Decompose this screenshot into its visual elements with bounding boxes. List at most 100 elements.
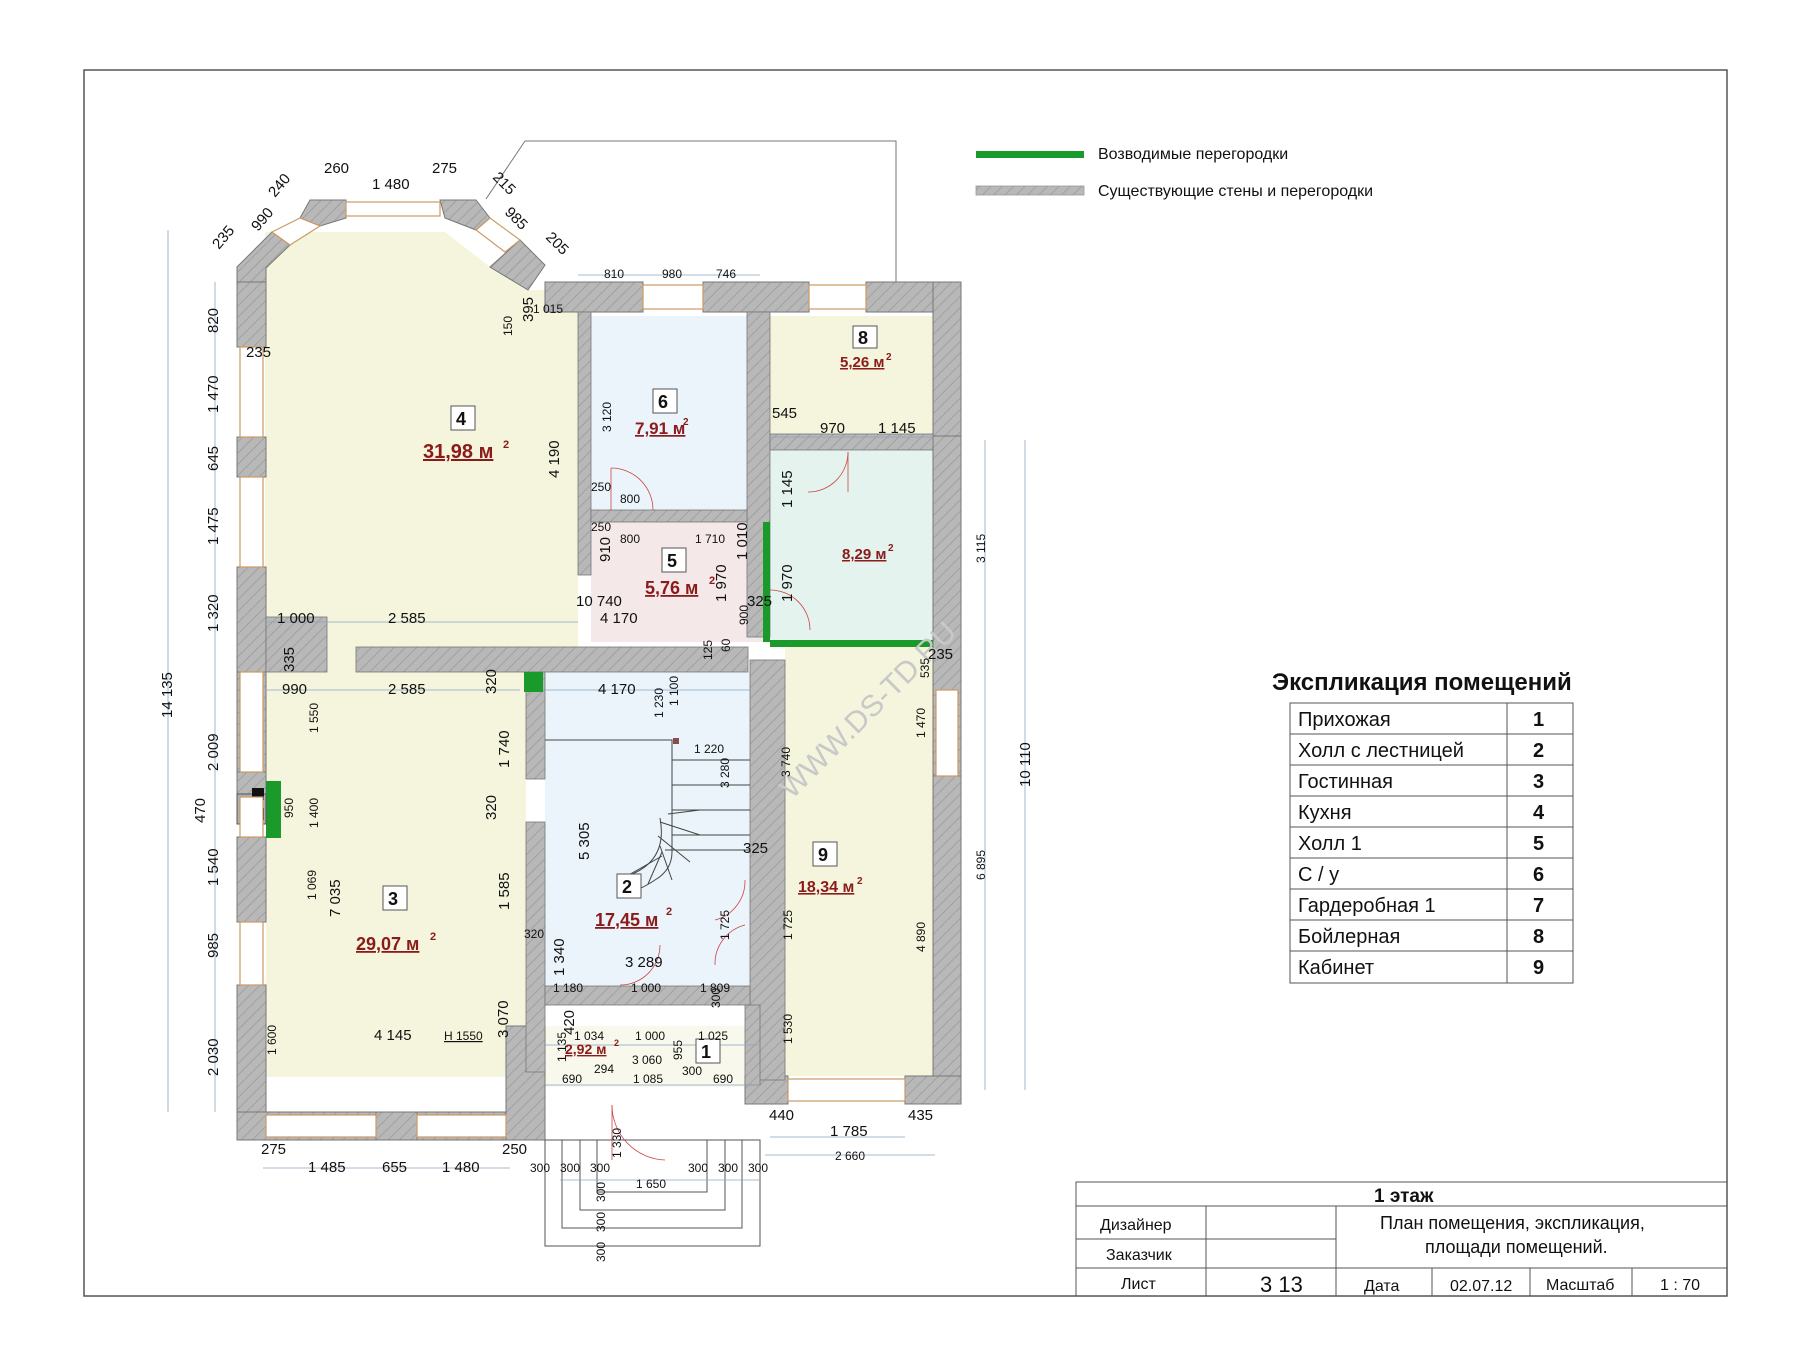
explication-room-name: Холл с лестницей — [1298, 740, 1464, 762]
svg-text:320: 320 — [483, 669, 500, 694]
svg-text:300: 300 — [748, 1161, 768, 1175]
room-1-number: 1 — [701, 1042, 711, 1062]
explication-room-name: Гостинная — [1298, 771, 1393, 793]
svg-text:950: 950 — [282, 798, 296, 818]
svg-text:2: 2 — [503, 439, 509, 451]
legend-new-swatch — [976, 151, 1084, 158]
svg-text:240: 240 — [265, 170, 294, 200]
svg-text:1 740: 1 740 — [496, 730, 513, 768]
legend-new-label: Возводимые перегородки — [1098, 146, 1288, 163]
svg-text:420: 420 — [561, 1010, 578, 1035]
customer-label: Заказчик — [1106, 1247, 1173, 1264]
svg-text:1 145: 1 145 — [779, 470, 796, 508]
svg-text:250: 250 — [502, 1141, 527, 1158]
explication-room-name: Кухня — [1298, 802, 1352, 824]
svg-text:300: 300 — [590, 1161, 610, 1175]
interior-partitions — [265, 311, 934, 1086]
svg-text:3 070: 3 070 — [495, 1000, 512, 1038]
svg-text:335: 335 — [281, 647, 298, 672]
svg-text:Н 1550: Н 1550 — [444, 1029, 483, 1043]
svg-text:300: 300 — [594, 1182, 608, 1202]
dimension-texts: 260 1 480 275 240 990 235 215 985 205 81… — [159, 160, 1034, 1262]
explication-room-number: 8 — [1533, 926, 1544, 948]
svg-text:1 480: 1 480 — [442, 1159, 480, 1176]
room-4-number: 4 — [456, 409, 466, 429]
svg-text:3 120: 3 120 — [600, 402, 614, 432]
room-3-number: 3 — [388, 889, 398, 909]
room-fills — [265, 232, 933, 1087]
svg-text:990: 990 — [282, 681, 307, 698]
svg-text:4 145: 4 145 — [374, 1027, 412, 1044]
svg-text:1 320: 1 320 — [205, 594, 222, 632]
svg-text:10 740: 10 740 — [576, 593, 622, 610]
explication-room-number: 1 — [1533, 709, 1544, 731]
explication-room-number: 6 — [1533, 864, 1544, 886]
title-block-text: 1 этаж Дизайнер Заказчик Лист 3 13 Дата … — [1100, 1186, 1700, 1297]
svg-text:900: 900 — [737, 605, 751, 625]
svg-text:1 010: 1 010 — [734, 522, 751, 560]
explication-title: Экспликация помещений — [1272, 669, 1572, 696]
svg-text:1 480: 1 480 — [372, 176, 410, 193]
svg-text:1 475: 1 475 — [205, 507, 222, 545]
svg-text:275: 275 — [432, 160, 457, 177]
svg-text:325: 325 — [747, 593, 772, 610]
room-2-number: 2 — [622, 877, 632, 897]
svg-text:2: 2 — [886, 352, 892, 363]
svg-text:1 725: 1 725 — [781, 910, 795, 940]
svg-text:990: 990 — [248, 204, 277, 234]
date-label: Дата — [1364, 1278, 1400, 1295]
svg-text:1 230: 1 230 — [652, 688, 666, 718]
date-value: 02.07.12 — [1450, 1278, 1512, 1295]
svg-text:7 035: 7 035 — [327, 879, 344, 917]
svg-text:435: 435 — [908, 1107, 933, 1124]
room-1-area: 2,92 м — [565, 1041, 607, 1057]
doors — [610, 451, 849, 1161]
svg-text:1 100: 1 100 — [667, 676, 681, 706]
room-7-area: 8,29 м — [842, 546, 886, 563]
porch-steps — [544, 1139, 761, 1247]
svg-text:250: 250 — [591, 480, 611, 494]
svg-text:3 280: 3 280 — [718, 758, 732, 788]
svg-text:535: 535 — [918, 658, 932, 678]
explication-room-number: 3 — [1533, 771, 1544, 793]
svg-text:970: 970 — [820, 420, 845, 437]
svg-text:1 650: 1 650 — [636, 1177, 666, 1191]
svg-text:5 305: 5 305 — [576, 822, 593, 860]
title-block — [1075, 1181, 1728, 1297]
svg-text:1 725: 1 725 — [718, 910, 732, 940]
svg-text:1 330: 1 330 — [610, 1128, 624, 1158]
sheet-value: 3 13 — [1260, 1272, 1303, 1297]
svg-text:1 970: 1 970 — [713, 564, 730, 602]
svg-text:2: 2 — [666, 906, 672, 918]
svg-text:260: 260 — [324, 160, 349, 177]
svg-text:300: 300 — [709, 988, 723, 1008]
room-4-area: 31,98 м — [423, 441, 493, 463]
svg-text:300: 300 — [560, 1161, 580, 1175]
room-8-area: 5,26 м — [840, 354, 884, 371]
svg-text:2 585: 2 585 — [388, 681, 426, 698]
room-9-area: 18,34 м — [798, 879, 854, 896]
svg-text:1 470: 1 470 — [914, 708, 928, 738]
svg-text:985: 985 — [205, 933, 222, 958]
svg-text:1 015: 1 015 — [533, 302, 563, 316]
room-5-number: 5 — [667, 551, 677, 571]
terrace-outline — [525, 140, 897, 282]
svg-text:910: 910 — [597, 537, 614, 562]
explication-room-number: 4 — [1533, 802, 1545, 824]
svg-text:1 540: 1 540 — [205, 848, 222, 886]
svg-text:3 289: 3 289 — [625, 954, 663, 971]
legend-existing-swatch — [975, 185, 1085, 196]
explication-room-number: 9 — [1533, 957, 1544, 979]
svg-text:2: 2 — [430, 931, 436, 943]
svg-text:294: 294 — [594, 1062, 614, 1076]
room-labels: 4 31,98 м 2 6 7,91 м 2 8 5,26 м 2 8,29 м… — [356, 325, 894, 1064]
designer-label: Дизайнер — [1100, 1217, 1172, 1234]
svg-text:2 009: 2 009 — [205, 733, 222, 771]
explication-room-name: Холл 1 — [1298, 833, 1362, 855]
svg-text:1 069: 1 069 — [305, 870, 319, 900]
svg-text:300: 300 — [688, 1161, 708, 1175]
svg-text:1 220: 1 220 — [694, 742, 724, 756]
svg-text:1 025: 1 025 — [698, 1029, 728, 1043]
svg-text:1 970: 1 970 — [779, 564, 796, 602]
